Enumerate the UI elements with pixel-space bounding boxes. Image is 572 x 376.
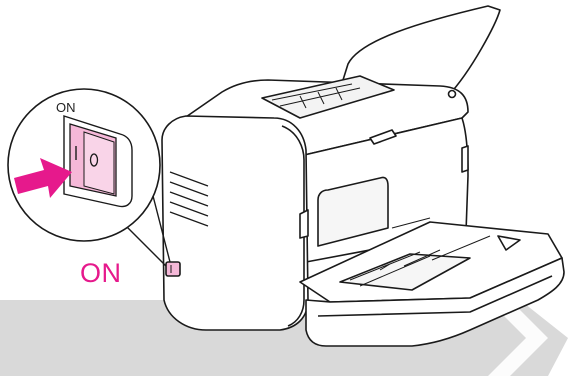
printer-power-switch: [166, 262, 180, 276]
printer-illustration: [162, 6, 564, 346]
callout-circle: [8, 89, 170, 266]
switch-on-label: ON: [56, 100, 76, 115]
on-callout-label: ON: [80, 258, 122, 289]
